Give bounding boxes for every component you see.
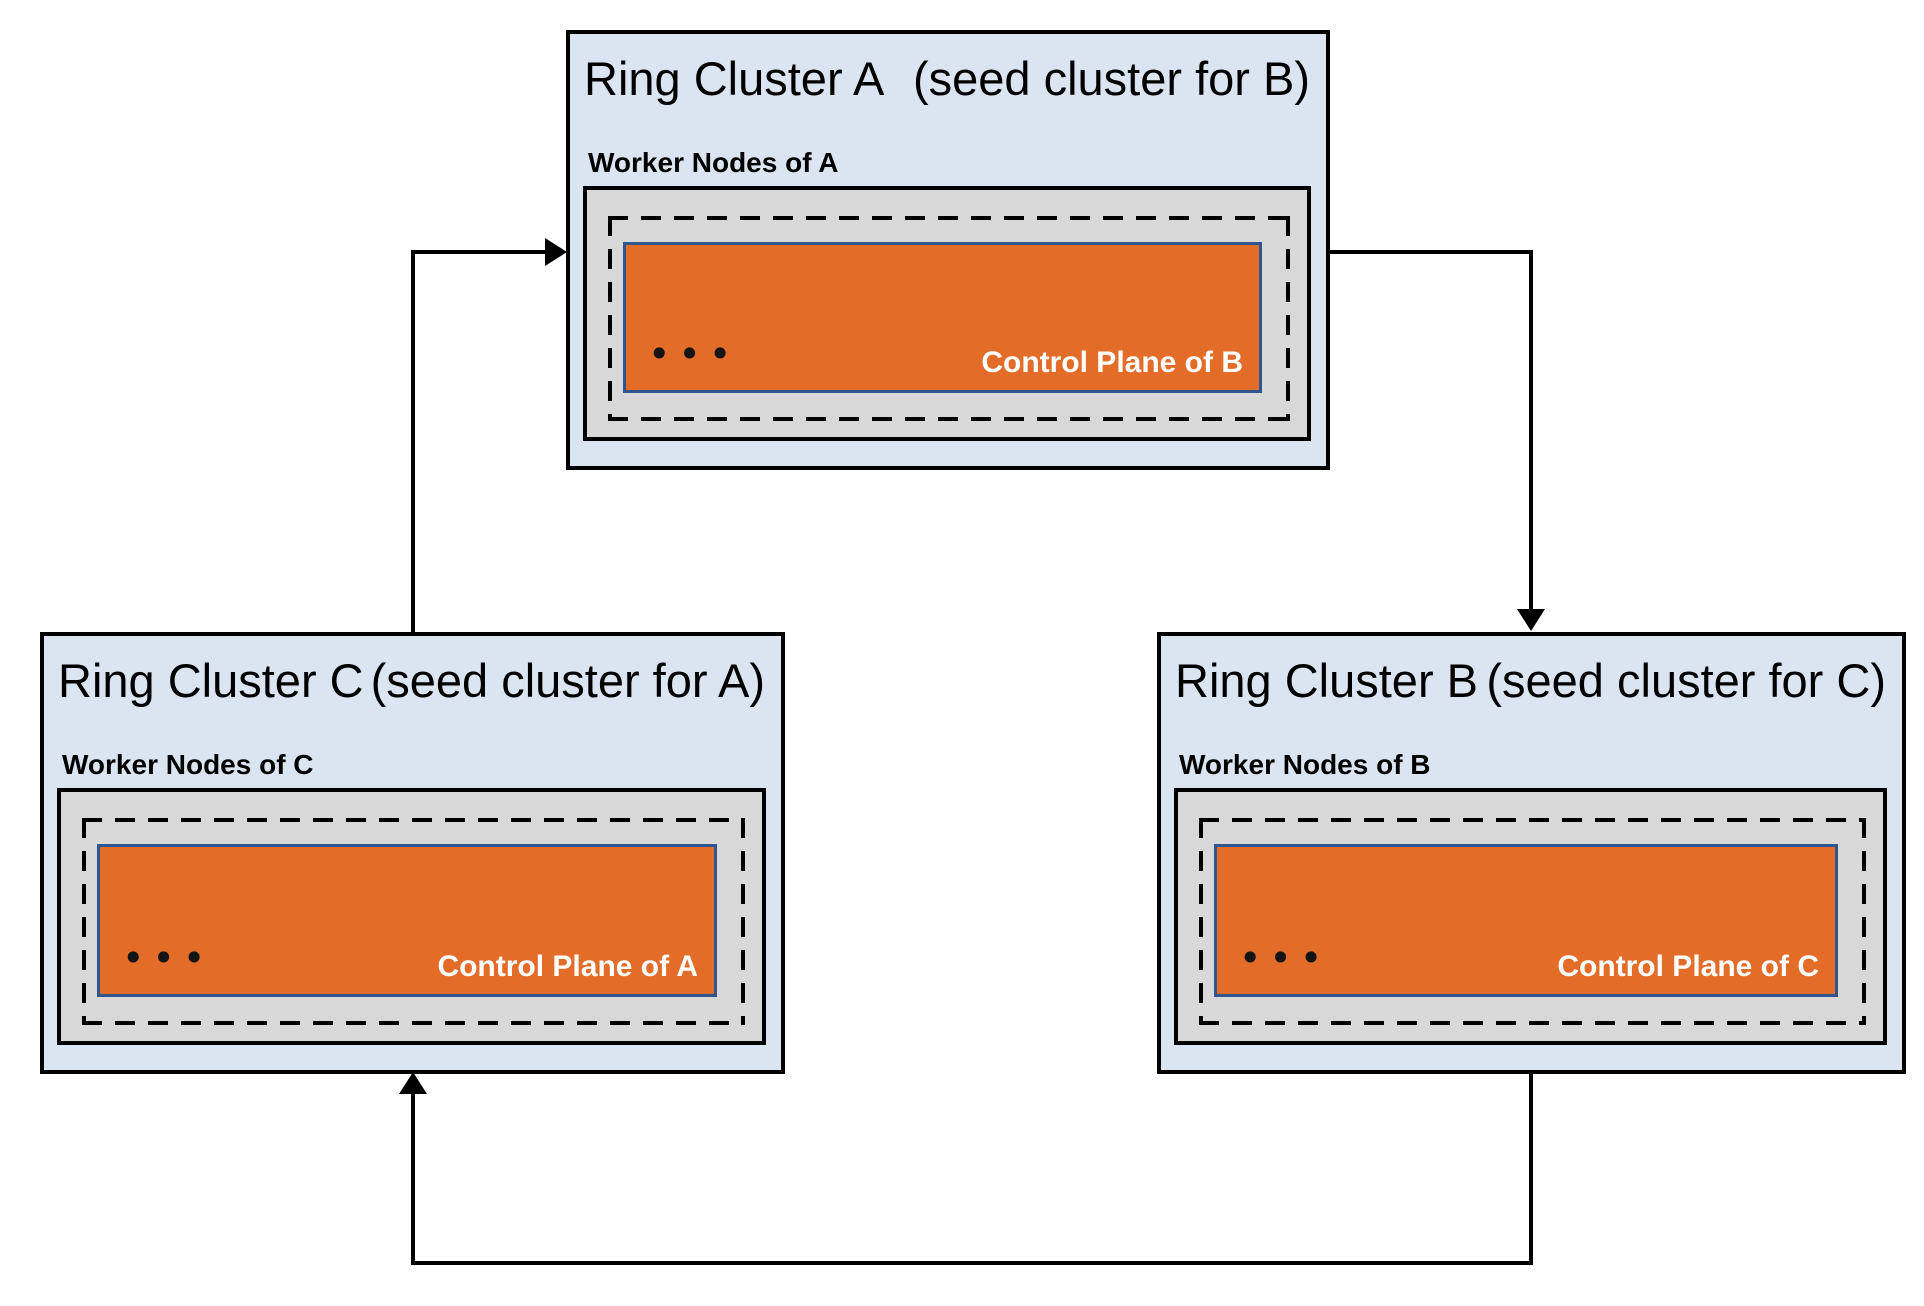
arrow-c-to-a-arrowhead (545, 238, 567, 266)
cluster-a-seed-note: (seed cluster for B) (912, 52, 1310, 105)
arrow-b-to-c-arrowhead (399, 1072, 427, 1094)
cluster-b-worker-label: Worker Nodes of B (1179, 749, 1431, 780)
cluster-a-control-plane-label: Control Plane of B (981, 346, 1243, 379)
cluster-c-worker-nodes-box: ••• Control Plane of A (57, 788, 766, 1045)
cluster-c-ellipsis-dots: ••• (122, 936, 214, 980)
cluster-b-title-row: Ring Cluster B (seed cluster for C) (1175, 652, 1886, 711)
dashed-edge (608, 417, 1290, 421)
cluster-b-seed-note: (seed cluster for C) (1486, 654, 1886, 707)
cluster-c-worker-label: Worker Nodes of C (62, 749, 314, 780)
dashed-edge (82, 818, 745, 822)
arrow-b-to-c-horizontal-segment (411, 1261, 1533, 1265)
cluster-a-ellipsis-dots: ••• (648, 332, 740, 376)
cluster-box-b: Ring Cluster B (seed cluster for C) Work… (1157, 632, 1906, 1074)
arrow-b-to-c-vertical-segment-left (411, 1094, 415, 1265)
cluster-b-control-plane-box: ••• Control Plane of C (1214, 844, 1838, 997)
cluster-box-a: Ring Cluster A (seed cluster for B) Work… (566, 30, 1330, 470)
dashed-edge (608, 216, 1290, 220)
dashed-edge (1862, 818, 1866, 1025)
cluster-b-ring-dashed-border: ••• Control Plane of C (1199, 818, 1866, 1025)
cluster-c-title-row: Ring Cluster C (seed cluster for A) (58, 652, 765, 711)
dashed-edge (82, 818, 86, 1025)
dashed-edge (82, 1021, 745, 1025)
dashed-edge (1199, 818, 1866, 822)
arrow-a-to-b-horizontal-segment (1328, 250, 1533, 254)
cluster-a-ring-dashed-border: ••• Control Plane of B (608, 216, 1290, 421)
dashed-edge (1199, 1021, 1866, 1025)
cluster-c-title: Ring Cluster C (58, 654, 364, 707)
cluster-box-c: Ring Cluster C (seed cluster for A) Work… (40, 632, 785, 1074)
cluster-b-title: Ring Cluster B (1175, 654, 1478, 707)
cluster-a-control-plane-box: ••• Control Plane of B (623, 242, 1262, 393)
cluster-c-control-plane-label: Control Plane of A (437, 950, 698, 983)
dashed-edge (608, 216, 612, 421)
dashed-edge (1199, 818, 1203, 1025)
arrow-a-to-b-arrowhead (1517, 609, 1545, 631)
cluster-a-worker-label: Worker Nodes of A (588, 147, 839, 178)
dashed-edge (1286, 216, 1290, 421)
cluster-a-worker-nodes-box: ••• Control Plane of B (583, 186, 1311, 441)
cluster-c-control-plane-box: ••• Control Plane of A (97, 844, 717, 997)
arrow-a-to-b-vertical-segment (1529, 250, 1533, 612)
dashed-edge (741, 818, 745, 1025)
arrow-b-to-c-vertical-segment-right (1529, 1072, 1533, 1265)
cluster-c-seed-note: (seed cluster for A) (370, 654, 765, 707)
cluster-b-ellipsis-dots: ••• (1239, 936, 1331, 980)
arrow-c-to-a-vertical-segment (411, 253, 415, 634)
cluster-a-title-row: Ring Cluster A (seed cluster for B) (584, 50, 1310, 109)
cluster-a-title: Ring Cluster A (584, 52, 885, 105)
cluster-b-worker-nodes-box: ••• Control Plane of C (1174, 788, 1887, 1045)
cluster-c-ring-dashed-border: ••• Control Plane of A (82, 818, 745, 1025)
cluster-b-control-plane-label: Control Plane of C (1557, 950, 1819, 983)
arrow-c-to-a-horizontal-segment (411, 250, 546, 254)
